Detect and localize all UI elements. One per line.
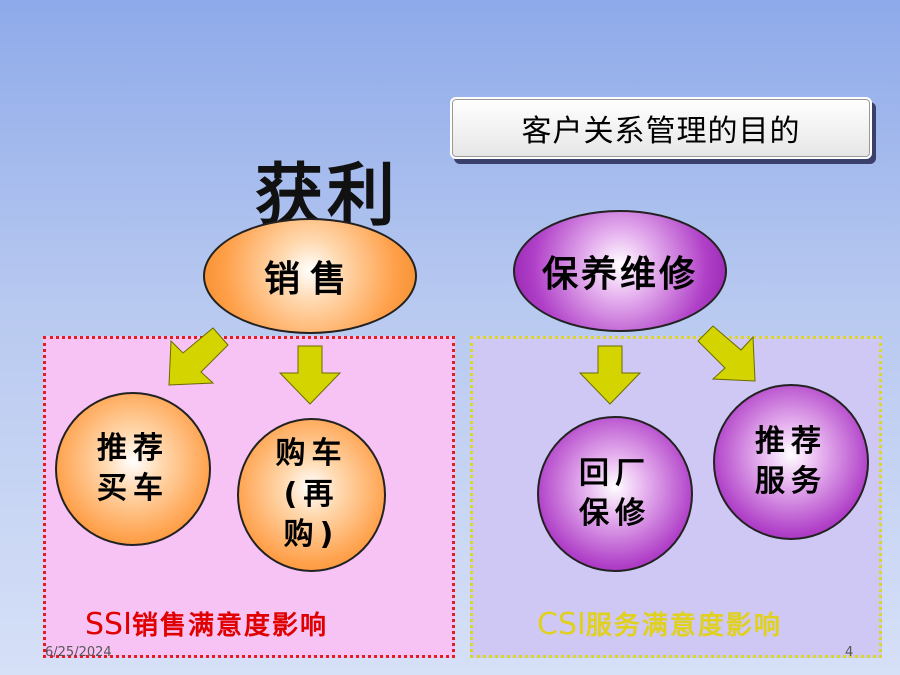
circle-line: 购)	[283, 517, 340, 553]
arrow-to-return-repair	[578, 345, 642, 405]
maintenance-ellipse: 保养维修	[513, 210, 727, 332]
arrow-to-purchase	[278, 345, 342, 405]
return-repair-circle: 回厂 保修	[537, 416, 693, 572]
arrow-to-recommend-buy	[168, 327, 229, 386]
ssi-caption: SSI销售满意度影响	[85, 605, 328, 642]
circle-line: (再	[283, 476, 340, 512]
slide-number: 4	[845, 645, 854, 660]
sales-label: 销售	[263, 259, 356, 300]
sales-ellipse: 销售	[203, 218, 417, 334]
csi-caption: CSI服务满意度影响	[537, 605, 782, 642]
maintenance-label: 保养维修	[541, 254, 698, 295]
title-box: 客户关系管理的目的	[450, 97, 872, 159]
circle-line: 推荐	[97, 430, 169, 466]
circle-line: 买车	[97, 471, 169, 506]
purchase-circle: 购车 (再 购)	[237, 418, 386, 572]
circle-line: 购车	[275, 436, 348, 472]
slide-date: 6/25/2024	[45, 645, 112, 660]
arrow-to-recommend-service	[697, 325, 756, 382]
csi-suffix: 服务满意度影响	[585, 611, 782, 641]
circle-line: 回厂	[579, 455, 651, 491]
recommend-buy-circle: 推荐 买车	[55, 392, 211, 546]
ssi-prefix: SSI	[85, 607, 132, 642]
circle-line: 推荐	[755, 423, 827, 459]
title-text: 客户关系管理的目的	[521, 114, 801, 149]
ssi-suffix: 销售满意度影响	[131, 611, 328, 641]
circle-line: 服务	[755, 464, 827, 499]
recommend-service-circle: 推荐 服务	[713, 384, 869, 540]
circle-line: 保修	[579, 496, 651, 531]
csi-prefix: CSI	[537, 607, 586, 642]
